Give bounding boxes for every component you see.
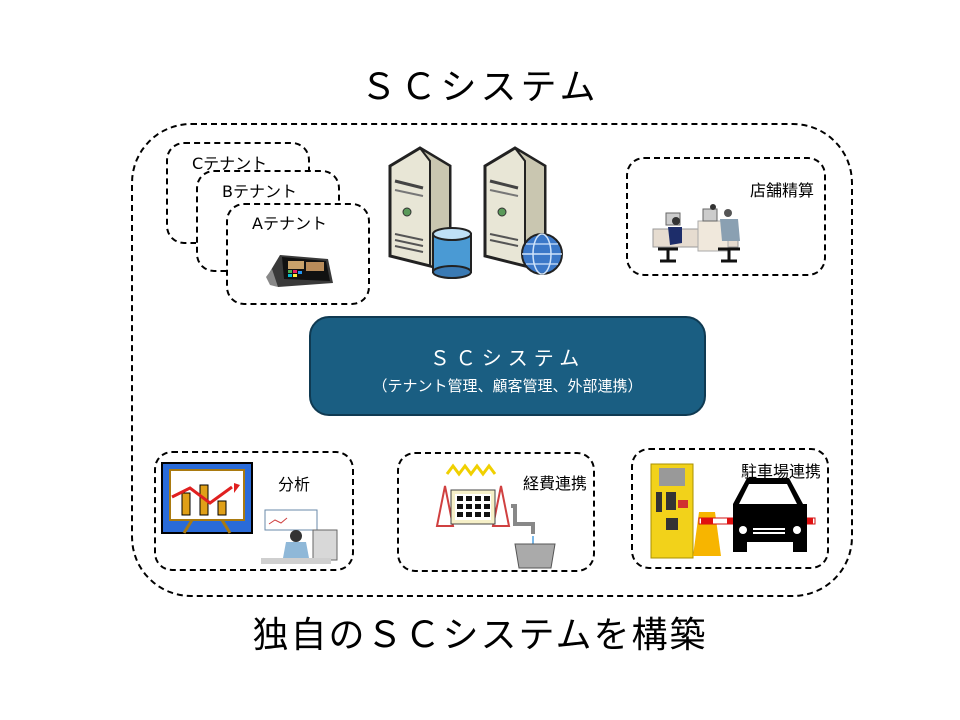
office-workers-icon — [652, 204, 740, 263]
core-title: ＳＣシステム — [429, 346, 586, 370]
expense-link-label: 経費連携 — [522, 474, 587, 493]
analysis-card: 分析 — [154, 451, 354, 571]
database-server-icon — [388, 146, 472, 279]
parking-link-label: 駐車場連携 — [740, 462, 821, 481]
tenant-a-label: Aテナント — [252, 214, 327, 233]
analysis-chart-icon — [161, 462, 253, 534]
store-settlement-card: 店舗精算 — [626, 157, 826, 276]
core-subtitle: （テナント管理、顧客管理、外部連携） — [372, 377, 643, 395]
pos-terminal-icon — [266, 255, 333, 287]
expense-link-card: 経費連携 — [397, 452, 595, 572]
tenant-c-label: Cテナント — [192, 154, 268, 173]
sc-system-core: ＳＣシステム （テナント管理、顧客管理、外部連携） — [309, 316, 706, 416]
tenant-card-a: Aテナント — [226, 203, 370, 305]
parking-gate-icon — [650, 463, 816, 559]
sc-system-boundary — [131, 123, 853, 597]
web-server-icon — [483, 146, 563, 275]
analyst-person-icon — [261, 509, 338, 564]
diagram-footer: 独自のＳＣシステムを構築 — [252, 615, 708, 656]
store-settlement-label: 店舗精算 — [749, 181, 814, 200]
tenant-b-label: Bテナント — [222, 182, 297, 201]
parking-link-card: 駐車場連携 — [631, 448, 829, 569]
analysis-label: 分析 — [278, 475, 311, 494]
utilities-icon — [435, 463, 556, 569]
diagram-title: ＳＣシステム — [360, 67, 600, 108]
